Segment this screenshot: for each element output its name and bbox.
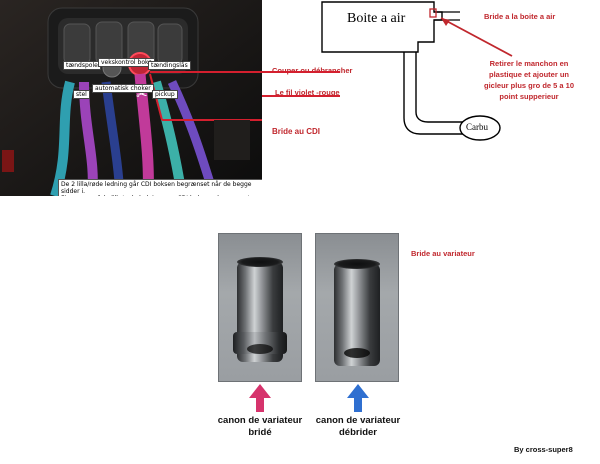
photo-canon-debride [315, 233, 399, 382]
label-canon-bride: canon de variateur bridé [217, 415, 303, 438]
label-vekskontrol-boks: vekskontrol boks [98, 58, 155, 67]
photo-canon-bride [218, 233, 302, 382]
cdi-connector-photo: ✂ tændspole vekskontrol boks tændingslås… [0, 0, 262, 196]
label-taendspole: tændspole [63, 61, 101, 70]
credit-text: By cross-super8 [514, 445, 573, 454]
label-automatisk-choker: automatisk choker [92, 84, 154, 93]
label-canon-debride: canon de variateur débrider [315, 415, 401, 438]
label-taendingslaas: tændingslås [148, 61, 191, 70]
note-bride-boite-air: Bride a la boite a air [484, 12, 556, 21]
cdi-connector-illustration: ✂ [0, 0, 262, 196]
airbox-diagram [321, 1, 513, 141]
note-couper: Couper ou débrancher [272, 66, 353, 75]
label-pickup: pickup [152, 90, 178, 99]
cdi-caption: De 2 lilla/røde ledning går CDI boksen b… [58, 179, 262, 196]
carbu-label: Carbu [466, 122, 488, 132]
cdi-annotation-lines [262, 71, 340, 97]
scissors-icon: ✂ [136, 87, 148, 103]
label-stel: stel [73, 90, 90, 99]
note-airbox-instruction: Retirer le manchon en plastique et ajout… [483, 59, 575, 101]
note-bride-cdi: Bride au CDI [272, 127, 321, 136]
airbox-title: Boite a air [347, 11, 406, 26]
arrow-up-blue-icon [347, 384, 369, 412]
note-fil-violet-rouge: Le fil violet -rouge [275, 88, 340, 97]
note-bride-variateur: Bride au variateur [411, 249, 475, 258]
arrow-up-pink-icon [249, 384, 271, 412]
